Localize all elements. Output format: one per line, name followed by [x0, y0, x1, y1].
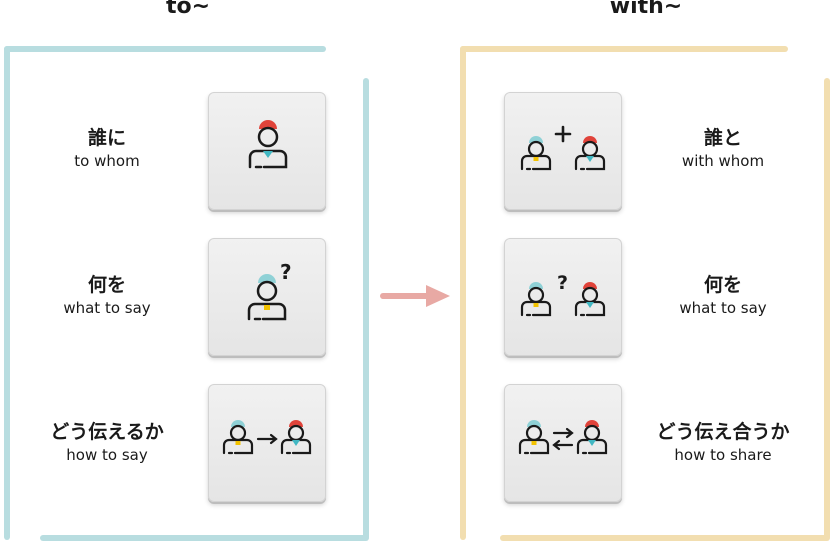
person-to-person-icon [222, 420, 312, 455]
right-row-3-jp: どう伝え合うか [656, 421, 790, 443]
left-row-3-card [208, 384, 326, 502]
left-row-2-card: ? [208, 238, 326, 356]
left-row-3-label: どう伝えるか how to say [22, 420, 192, 466]
right-row-1-en: with whom [681, 152, 765, 170]
right-column-title: with~ [609, 0, 683, 19]
right-row-2-label: 何を what to say [638, 273, 808, 319]
left-row-1-label: 誰に to whom [22, 126, 192, 172]
right-row-1-label: 誰と with whom [638, 126, 808, 172]
left-row-2-jp: 何を [87, 274, 126, 296]
left-row-1-en: to whom [74, 152, 140, 170]
left-row-3-en: how to say [66, 446, 148, 464]
right-row-3-label: どう伝え合うか how to share [638, 420, 808, 466]
right-row-1-card [504, 92, 622, 210]
right-row-2-en: what to say [679, 299, 767, 317]
person-exchange-person-icon [518, 420, 608, 455]
left-column-title: to~ [165, 0, 211, 19]
right-arrow-icon [380, 285, 450, 307]
svg-text:?: ? [280, 260, 292, 284]
person-question-icon: ? [247, 260, 292, 321]
person-question-person-icon: ? [520, 272, 606, 317]
left-row-1-card [208, 92, 326, 210]
left-row-2-en: what to say [63, 299, 151, 317]
left-row-2-label: 何を what to say [22, 273, 192, 319]
right-row-1-jp: 誰と [703, 127, 742, 149]
right-row-2-card: ? [504, 238, 622, 356]
right-row-2-jp: 何を [703, 274, 742, 296]
svg-text:?: ? [557, 272, 568, 294]
left-row-1-jp: 誰に [87, 127, 126, 149]
right-row-3-card [504, 384, 622, 502]
right-row-3-en: how to share [674, 446, 772, 464]
person-icon [248, 120, 288, 169]
left-row-3-jp: どう伝えるか [50, 421, 164, 443]
person-plus-person-icon [520, 125, 606, 171]
